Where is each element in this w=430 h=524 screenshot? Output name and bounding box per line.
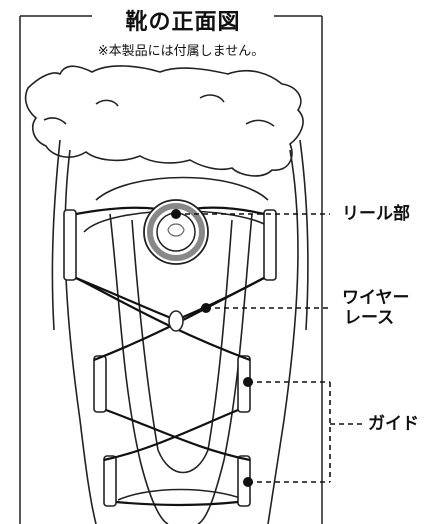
page-title: 靴の正面図	[96, 4, 270, 36]
callout-lines	[176, 213, 364, 483]
lace-cross-point	[168, 310, 184, 332]
label-reel: リール部	[342, 204, 410, 224]
label-wire-lace-line2: レース	[344, 308, 395, 328]
boot-body	[51, 139, 309, 524]
label-wire-lace-line1: ワイヤー	[342, 288, 410, 308]
guides-left	[63, 209, 117, 507]
callout-dots	[171, 209, 253, 487]
frame	[19, 15, 323, 524]
reel	[143, 199, 209, 265]
label-guide: ガイド	[368, 414, 419, 434]
cuff-outline	[24, 65, 304, 177]
note-text: ※本製品には付属しません。	[97, 44, 265, 59]
